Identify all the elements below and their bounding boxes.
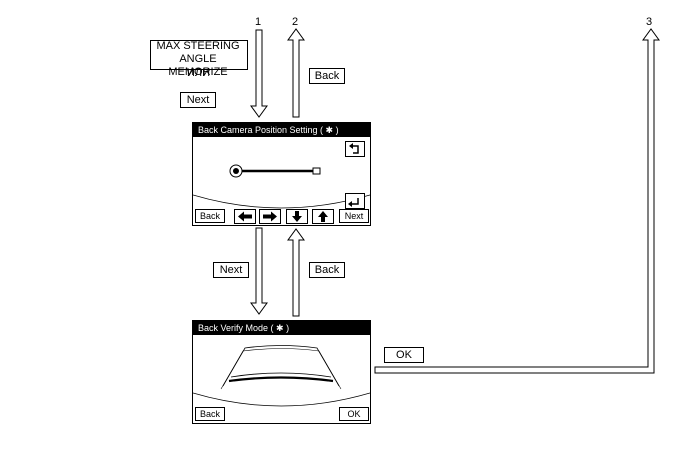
camera-position-screen: Back Camera Position Setting ( ✱ ) Back <box>192 122 371 226</box>
right-button[interactable] <box>259 209 281 224</box>
undo-button[interactable] <box>345 141 365 157</box>
arrow-up-icon <box>318 211 328 222</box>
step-number-3: 3 <box>646 16 653 28</box>
left-button[interactable] <box>234 209 256 224</box>
target-icon <box>229 164 243 178</box>
step-number-1: 1 <box>255 16 262 28</box>
max-steering-line1: MAX STEERING <box>156 40 240 52</box>
ok-label-right: OK <box>384 347 424 363</box>
max-steering-box-border <box>150 40 248 70</box>
arrow-right-icon <box>263 211 277 222</box>
verify-screen-graphics <box>193 345 370 407</box>
arrow-up-back <box>287 228 305 317</box>
next-label-top: Next <box>180 92 216 108</box>
position-line <box>242 167 321 175</box>
arrow-left-icon <box>238 211 252 222</box>
arrow-up-2 <box>287 28 305 118</box>
or-label: ИЛИ <box>187 67 211 79</box>
camera-back-button[interactable]: Back <box>195 209 225 223</box>
verify-mode-screen: Back Verify Mode ( ✱ ) Back OK <box>192 320 371 424</box>
redo-icon <box>348 198 359 207</box>
arrow-down-icon <box>292 211 302 222</box>
undo-icon <box>349 143 359 154</box>
redo-button[interactable] <box>345 193 365 209</box>
verify-ok-button[interactable]: OK <box>339 407 369 421</box>
verify-back-button[interactable]: Back <box>195 407 225 421</box>
arrow-ok-3 <box>374 28 660 374</box>
down-button[interactable] <box>286 209 308 224</box>
back-label-top: Back <box>309 68 345 84</box>
up-button[interactable] <box>312 209 334 224</box>
parking-guide-lines <box>220 345 342 390</box>
camera-next-button[interactable]: Next <box>339 209 369 223</box>
verify-screen-title: Back Verify Mode ( ✱ ) <box>193 321 370 335</box>
back-label-middle: Back <box>309 262 345 278</box>
step-number-2: 2 <box>292 16 299 28</box>
next-label-middle: Next <box>213 262 249 278</box>
arrow-down-next <box>250 227 268 315</box>
arrow-down-1 <box>250 29 268 118</box>
camera-screen-title: Back Camera Position Setting ( ✱ ) <box>193 123 370 137</box>
